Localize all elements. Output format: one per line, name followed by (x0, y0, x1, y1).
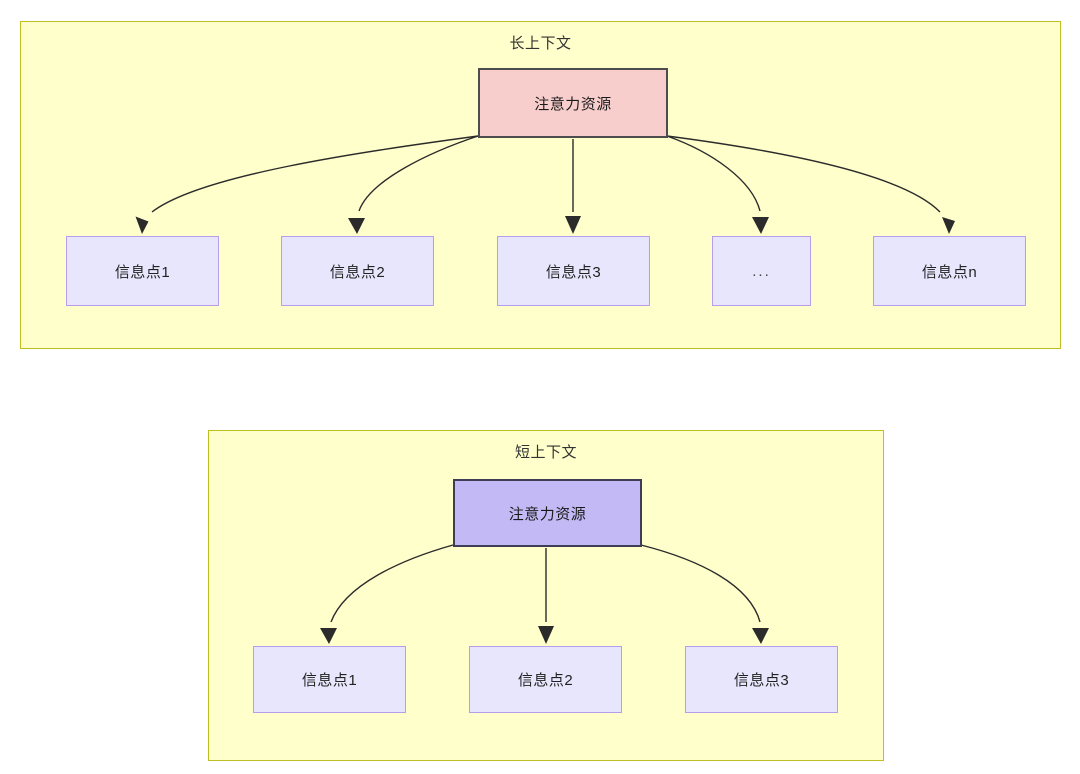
node-long-info-point-1[interactable]: 信息点1 (66, 236, 219, 306)
node-short-info-point-3[interactable]: 信息点3 (685, 646, 838, 713)
group-short-context-title: 短上下文 (514, 444, 577, 461)
group-long-context-title: 长上下文 (509, 35, 572, 52)
node-short-info-point-2[interactable]: 信息点2 (469, 646, 622, 713)
node-long-info-point-ellipsis[interactable]: ... (712, 236, 811, 306)
node-long-attention-resource[interactable]: 注意力资源 (478, 68, 668, 138)
node-long-info-point-n[interactable]: 信息点n (873, 236, 1026, 306)
node-long-info-point-3[interactable]: 信息点3 (497, 236, 650, 306)
node-short-info-point-1[interactable]: 信息点1 (253, 646, 406, 713)
node-long-info-point-2[interactable]: 信息点2 (281, 236, 434, 306)
node-short-attention-resource[interactable]: 注意力资源 (453, 479, 642, 547)
